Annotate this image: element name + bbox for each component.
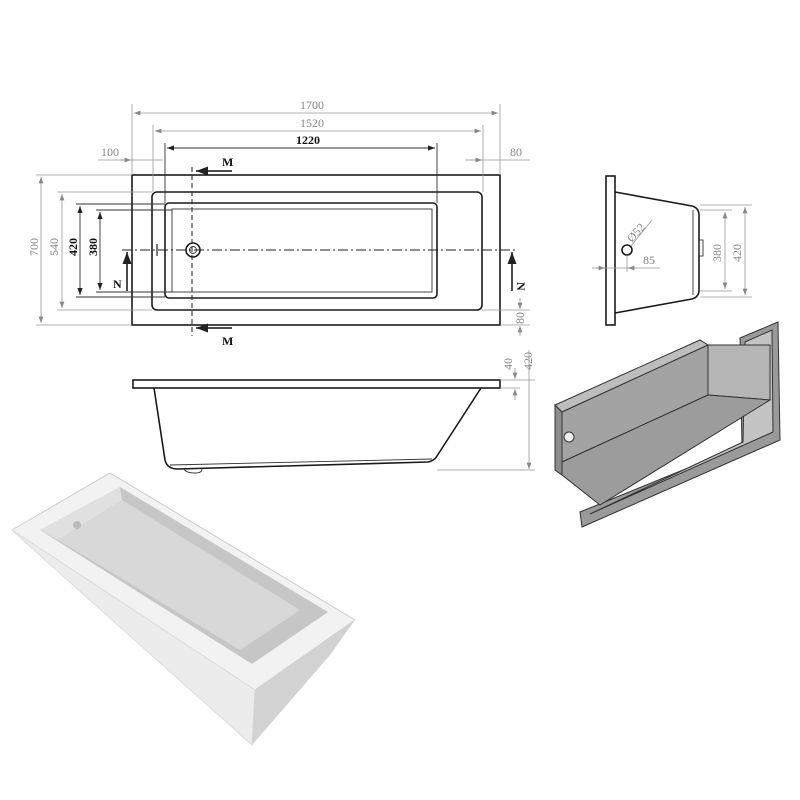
- overflow-hole-icon: [563, 431, 575, 443]
- end-flange: [605, 175, 616, 326]
- dim-rim-height: 40: [501, 358, 515, 370]
- dim-inner-height: 380: [710, 244, 724, 262]
- end-body: [614, 191, 700, 314]
- overflow-hole-icon: [73, 521, 81, 529]
- side-view: 40 420: [132, 350, 535, 474]
- dim-right-margin: 80: [510, 145, 522, 159]
- dim-height: 420: [521, 352, 535, 370]
- dim-outer-height: 420: [730, 244, 744, 262]
- dim-floor-width: 380: [86, 238, 100, 256]
- dim-bottom-margin: 80: [513, 312, 527, 324]
- end-view: Ø52 85 380 420: [592, 175, 752, 326]
- dim-basin-width: 420: [66, 238, 80, 256]
- section-label-m-bottom: M: [222, 334, 233, 348]
- overflow-hole-icon: [621, 244, 633, 256]
- dim-basin-length: 1220: [296, 133, 320, 147]
- section-render: [554, 321, 781, 528]
- dim-rim-width: 540: [47, 238, 61, 256]
- side-rim: [132, 379, 501, 389]
- section-label-m-top: M: [222, 155, 233, 169]
- dim-drain-diameter: Ø52: [624, 220, 648, 245]
- section-label-n-left: N: [113, 277, 122, 291]
- bath-render: [11, 472, 356, 747]
- rim-outline: [151, 191, 483, 311]
- dim-rim-length: 1520: [300, 116, 324, 130]
- side-body: [153, 387, 482, 470]
- dim-left-margin: 100: [101, 145, 119, 159]
- dim-drain-offset: 85: [643, 253, 655, 267]
- section-label-n-right: N: [514, 282, 528, 291]
- top-view: M M N N 1700 1520 1220 100 80 700 540 42…: [27, 98, 530, 348]
- dim-length: 1700: [300, 98, 324, 112]
- dim-width: 700: [27, 238, 41, 256]
